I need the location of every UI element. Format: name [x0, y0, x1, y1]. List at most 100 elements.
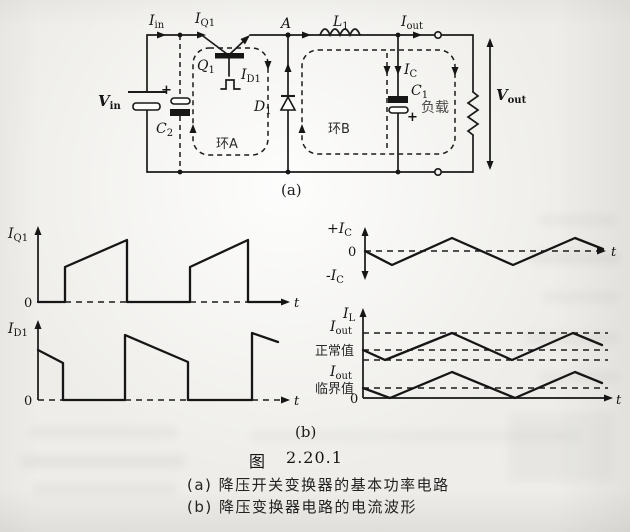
- caption-line-b: (b) 降压变换器电路的电流波形: [187, 498, 417, 516]
- il-y-arrow: [359, 308, 367, 317]
- circuit-labels: Iin IQ1 A L1 Iout Vin + C2 Q1 ID1 D1 环A …: [98, 11, 527, 152]
- label-i-c: IC: [403, 62, 418, 80]
- figure-number: 2.20.1: [286, 448, 343, 467]
- c2-top-plate: [171, 98, 190, 104]
- il-curve-critical: [363, 372, 602, 398]
- waveform-ic: +IC 0 -IC t: [326, 221, 617, 286]
- label-v-out: Vout: [496, 86, 527, 106]
- transistor-q1: [203, 35, 250, 89]
- c1-top-plate: [388, 96, 408, 103]
- label-load: 负载: [421, 100, 449, 116]
- diode-d1: [281, 96, 295, 110]
- q1-emitter-line: [203, 36, 227, 54]
- label-l1: L1: [332, 14, 349, 32]
- iq1-axis-label: IQ1: [7, 226, 28, 244]
- il-iout-critical-label: Iout: [329, 364, 352, 382]
- label-d1: D1: [253, 99, 272, 117]
- junction-dot: [177, 32, 183, 38]
- label-i-q1: IQ1: [194, 11, 215, 29]
- id1-zero-label: 0: [24, 394, 32, 409]
- junction-dot: [285, 169, 291, 175]
- loop-b-outline: [302, 50, 455, 154]
- iq1-curve: [38, 240, 283, 302]
- il-curve-normal: [363, 333, 602, 360]
- vout-arrow: [486, 38, 494, 170]
- id1-curve: [38, 333, 278, 400]
- vout-arrow-down: [486, 161, 494, 170]
- i-c-arrow: [394, 66, 402, 75]
- label-i-out: Iout: [400, 14, 423, 32]
- current-waveforms: IQ1 0 t ID1 0 t: [7, 221, 622, 409]
- waveform-id1: ID1 0 t: [7, 320, 300, 409]
- label-loop-a: 环A: [216, 137, 238, 152]
- id1-t-label: t: [294, 394, 300, 409]
- top-rail-right: [250, 35, 473, 92]
- subfigure-tag-a: (a): [281, 181, 302, 199]
- junction-dot: [395, 169, 401, 175]
- junction-dots: [177, 32, 401, 175]
- loop-a-outline: [193, 48, 268, 155]
- vout-arrow-up: [486, 38, 494, 47]
- ic-zero-label: 0: [348, 245, 356, 260]
- loop-a-path: [189, 48, 272, 155]
- iq1-zero-label: 0: [24, 296, 32, 311]
- label-q1: Q1: [197, 58, 215, 76]
- label-i-d1: ID1: [240, 67, 261, 85]
- loop-b-inner-down-arrow: [383, 66, 391, 75]
- node-a-out-arrow: [302, 31, 311, 39]
- ic-y-arrow-up: [361, 227, 369, 236]
- label-c2: C2: [156, 121, 173, 139]
- capacitor-c2: [170, 98, 190, 116]
- loop-a-down-arrow: [264, 61, 272, 70]
- label-loop-b: 环B: [328, 122, 350, 137]
- il-t-arrow: [604, 394, 613, 402]
- subfigure-tag-b: (b): [295, 423, 317, 441]
- i-q1-arrow: [197, 31, 206, 39]
- label-plus-input: +: [161, 83, 172, 98]
- loop-b-down-arrow: [451, 67, 459, 76]
- inductor-l1: [320, 29, 360, 35]
- label-plus-output: +: [407, 110, 418, 125]
- ic-curve: [365, 238, 603, 265]
- caption-line-a: (a) 降压开关变换器的基本功率电路: [187, 476, 450, 494]
- node-a-dot: [285, 32, 291, 38]
- il-iout-normal-label: Iout: [329, 319, 352, 337]
- c2-bottom-plate: [170, 109, 190, 116]
- label-c1: C1: [411, 83, 428, 101]
- figure-caption-title: 图 2.20.1: [249, 448, 343, 472]
- id1-t-arrow: [281, 396, 290, 404]
- il-zero-label: 0: [350, 392, 358, 407]
- diode-triangle: [281, 97, 295, 110]
- il-t-label: t: [616, 393, 622, 408]
- figure-label: 图: [249, 452, 267, 471]
- waveform-iq1: IQ1 0 t: [7, 226, 300, 311]
- junction-dot: [395, 32, 401, 38]
- capacitor-c1: [388, 96, 408, 113]
- ic-y-arrow-down: [361, 271, 369, 280]
- ic-t-arrow: [597, 247, 606, 255]
- q1-base-bar: [215, 53, 244, 59]
- iq1-y-arrow: [34, 226, 42, 235]
- top-rail-left: [147, 35, 203, 92]
- battery-minus-plate: [133, 103, 160, 110]
- id1-y-arrow: [34, 320, 42, 329]
- i-out-arrow: [413, 31, 422, 39]
- junction-dot: [177, 169, 183, 175]
- load-resistor: [468, 92, 478, 135]
- output-terminal-bottom: [435, 169, 441, 175]
- i-in-arrow: [157, 31, 166, 39]
- diode-current-arrow: [284, 63, 292, 72]
- c1-bottom-plate: [389, 107, 408, 113]
- label-v-in: Vin: [98, 92, 121, 112]
- battery-vin: [128, 92, 166, 110]
- label-node-a: A: [279, 16, 291, 32]
- ic-t-label: t: [611, 245, 617, 260]
- output-terminal-top: [435, 32, 441, 38]
- il-normal-label: 正常值: [315, 343, 354, 359]
- loop-a-up-arrow: [189, 124, 197, 133]
- waveform-il: IL Iout 正常值 Iout 临界值 0 t: [315, 306, 622, 408]
- label-i-in: Iin: [148, 13, 165, 31]
- q1-collector-arrow: [240, 35, 250, 45]
